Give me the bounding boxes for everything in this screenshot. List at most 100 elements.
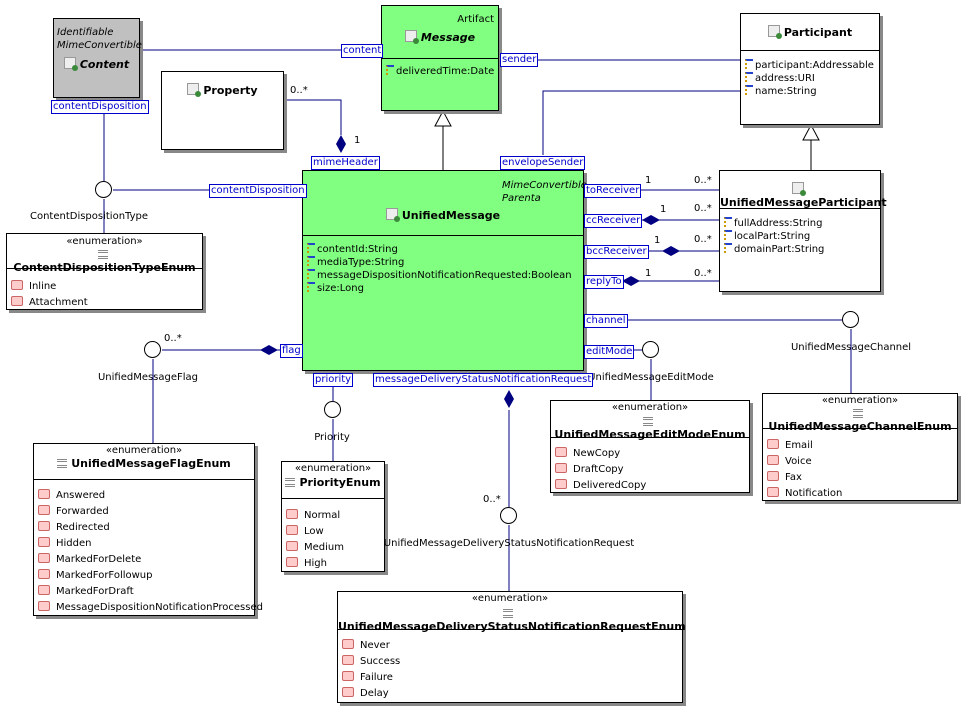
class-property[interactable]: Property	[161, 71, 284, 150]
enum-literal: Attachment	[11, 296, 88, 309]
attribute-icon	[307, 269, 315, 279]
stereotype: Parenta	[502, 193, 541, 204]
enum-literal: Voice	[767, 455, 812, 468]
literal-icon	[767, 487, 779, 497]
multiplicity: 0..*	[164, 333, 182, 344]
literal-icon	[767, 471, 779, 481]
multiplicity: 0..*	[290, 85, 308, 96]
attribute: contentId:String	[307, 243, 398, 256]
class-icon	[187, 83, 202, 97]
interface-circle-content-disposition[interactable]	[95, 181, 112, 198]
composition-diamond	[622, 276, 640, 286]
enum-content-disposition-type[interactable]: «enumeration» ContentDispositionTypeEnum…	[6, 233, 203, 310]
enum-stereotype: «enumeration»	[294, 463, 372, 474]
enum-priority[interactable]: «enumeration» PriorityEnum Normal Low Me…	[281, 461, 385, 572]
multiplicity: 1	[645, 175, 652, 186]
generalization-arrow	[434, 109, 452, 127]
role-flag[interactable]: flag	[280, 344, 303, 358]
enum-name: UnifiedMessageFlagEnum	[71, 457, 231, 470]
divider	[34, 479, 254, 480]
literal-icon	[38, 553, 50, 563]
enum-literal: Fax	[767, 471, 802, 484]
divider	[763, 428, 957, 429]
literal-icon	[38, 601, 50, 611]
composition-diamond	[504, 390, 514, 408]
class-icon	[767, 25, 782, 39]
composition-diamond	[260, 345, 278, 355]
role-cc-receiver[interactable]: ccReceiver	[584, 214, 643, 228]
role-sender[interactable]: sender	[500, 53, 539, 67]
role-content-disposition[interactable]: contentDisposition	[51, 100, 149, 114]
divider	[741, 50, 879, 51]
enum-unified-message-edit-mode[interactable]: «enumeration» UnifiedMessageEditModeEnum…	[550, 400, 750, 493]
interface-label: UnifiedMessageFlag	[97, 372, 199, 383]
literal-icon	[342, 671, 354, 681]
role-mime-header[interactable]: mimeHeader	[311, 156, 380, 170]
multiplicity: 1	[645, 268, 652, 279]
literal-icon	[555, 463, 567, 473]
literal-icon	[342, 687, 354, 697]
role-bcc-receiver[interactable]: bccReceiver	[584, 245, 649, 259]
enum-literal: Notification	[767, 487, 842, 500]
enum-name: UnifiedMessageChannelEnum	[768, 420, 952, 433]
literal-icon	[342, 655, 354, 665]
interface-label: UnifiedMessageEditMode	[588, 372, 714, 383]
generalization-arrow	[802, 123, 820, 141]
interface-circle-dsn[interactable]	[500, 507, 517, 524]
literal-icon	[38, 537, 50, 547]
role-channel[interactable]: channel	[584, 314, 628, 328]
attribute-icon	[724, 217, 732, 227]
class-message[interactable]: Artifact Message deliveredTime:Date	[381, 5, 499, 111]
enum-name: UnifiedMessageEditModeEnum	[554, 428, 746, 441]
enum-unified-message-channel[interactable]: «enumeration» UnifiedMessageChannelEnum …	[762, 393, 958, 501]
role-envelope-sender[interactable]: envelopeSender	[500, 156, 586, 170]
literal-icon	[38, 569, 50, 579]
role-content[interactable]: content	[341, 44, 384, 58]
class-content[interactable]: Identifiable MimeConvertible Content	[53, 18, 142, 98]
interface-circle-flag[interactable]	[144, 341, 161, 358]
enum-literal: Failure	[342, 671, 393, 684]
stereotype: Artifact	[457, 14, 494, 25]
class-name: Content	[79, 58, 130, 71]
enum-literal: Forwarded	[38, 505, 109, 518]
literal-icon	[38, 585, 50, 595]
multiplicity: 1	[654, 235, 661, 246]
enum-literal: MessageDispositionNotificationProcessed	[38, 601, 263, 614]
role-reply-to[interactable]: replyTo	[584, 275, 624, 289]
enumeration-icon	[285, 478, 296, 487]
interface-circle-channel[interactable]	[842, 311, 859, 328]
class-unified-message-participant[interactable]: UnifiedMessageParticipant fullAddress:St…	[719, 170, 887, 292]
enumeration-icon	[643, 417, 653, 426]
interface-circle-edit-mode[interactable]	[642, 341, 659, 358]
class-participant[interactable]: Participant participant:Addressable addr…	[740, 13, 880, 125]
role-priority[interactable]: priority	[313, 373, 354, 387]
attribute: mediaType:String	[307, 256, 404, 269]
enum-literal: Medium	[286, 541, 344, 554]
role-content-disposition[interactable]: contentDisposition	[209, 184, 307, 198]
multiplicity: 1	[660, 204, 667, 215]
divider	[551, 437, 749, 438]
divider	[338, 629, 682, 630]
enum-unified-message-flag[interactable]: «enumeration» UnifiedMessageFlagEnum Ans…	[33, 443, 263, 616]
role-dsn-request[interactable]: messageDeliveryStatusNotificationRequest	[373, 373, 594, 387]
mime-header-association	[284, 99, 342, 135]
enum-literal: DraftCopy	[555, 463, 624, 476]
role-to-receiver[interactable]: toReceiver	[584, 184, 642, 198]
class-unified-message[interactable]: MimeConvertible Parenta UnifiedMessage c…	[302, 170, 587, 371]
role-edit-mode[interactable]: editMode	[584, 345, 635, 359]
attribute-icon	[386, 65, 394, 75]
enum-literal: Never	[342, 639, 390, 652]
enum-dsn-request[interactable]: «enumeration» UnifiedMessageDeliveryStat…	[337, 591, 686, 703]
attribute-icon	[724, 243, 732, 253]
interface-label: Priority	[314, 432, 350, 443]
class-icon	[792, 182, 806, 196]
interface-label: ContentDispositionType	[29, 211, 149, 222]
literal-icon	[286, 509, 298, 519]
enum-literal: Hidden	[38, 537, 91, 550]
enum-name: ContentDispositionTypeEnum	[13, 261, 196, 274]
class-name: Property	[203, 84, 258, 97]
attribute-icon	[745, 72, 753, 82]
composition-diamond	[642, 215, 660, 225]
interface-circle-priority[interactable]	[324, 401, 341, 418]
